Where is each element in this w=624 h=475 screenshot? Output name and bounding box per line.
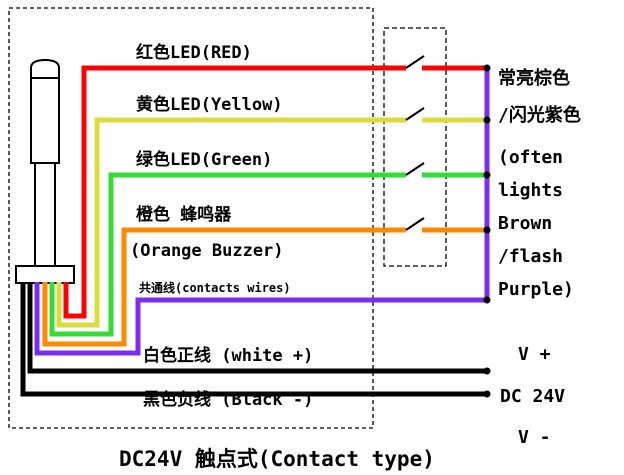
- right-note-line-7: Purple): [498, 279, 574, 300]
- supply-minus: V -: [518, 427, 551, 448]
- switch-orange: [405, 217, 425, 231]
- wires: [20, 65, 490, 397]
- green-led-wire: [49, 172, 406, 337]
- diagram-title: DC24V 触点式(Contact type): [119, 447, 435, 471]
- supply-dc-24v: DC 24V: [500, 386, 565, 407]
- switch-yellow: [405, 107, 425, 121]
- label-black-negative: 黑色负线 (Black -): [143, 389, 313, 410]
- label-green-led: 绿色LED(Green): [136, 149, 272, 170]
- supply-plus: V +: [518, 344, 551, 365]
- label-red-led: 红色LED(RED): [136, 42, 252, 63]
- right-note-line-4: lights: [498, 180, 563, 201]
- label-orange-buzzer-cn: 橙色 蜂鸣器: [136, 204, 232, 225]
- switch-box-outline: [383, 27, 447, 267]
- black-negative-wire: [20, 282, 487, 397]
- right-note-line-2: /闪光紫色: [498, 104, 581, 126]
- tower-light-icon: [15, 58, 75, 284]
- label-common-wire: 共通线(contacts wires): [139, 280, 291, 295]
- right-note-line-6: /flash: [498, 246, 563, 267]
- right-note-line-1: 常亮棕色: [498, 67, 570, 89]
- switch-red: [405, 55, 425, 69]
- red-led-wire: [63, 65, 406, 319]
- switch-contacts: [405, 55, 425, 231]
- label-white-positive: 白色正线 (white +): [143, 345, 313, 366]
- yellow-led-wire: [56, 117, 406, 328]
- light-enclosure-outline: [8, 7, 374, 429]
- switch-green: [405, 162, 425, 176]
- junction-dots: [483, 64, 491, 398]
- right-note-line-3: (often: [498, 147, 563, 168]
- common-purple-wire: [34, 68, 490, 356]
- orange-buzzer-wire: [42, 227, 406, 347]
- label-orange-buzzer-en: (Orange Buzzer): [130, 241, 284, 261]
- white-positive-wire: [27, 282, 487, 374]
- right-note-line-5: Brown: [498, 213, 552, 234]
- label-yellow-led: 黄色LED(Yellow): [136, 94, 283, 115]
